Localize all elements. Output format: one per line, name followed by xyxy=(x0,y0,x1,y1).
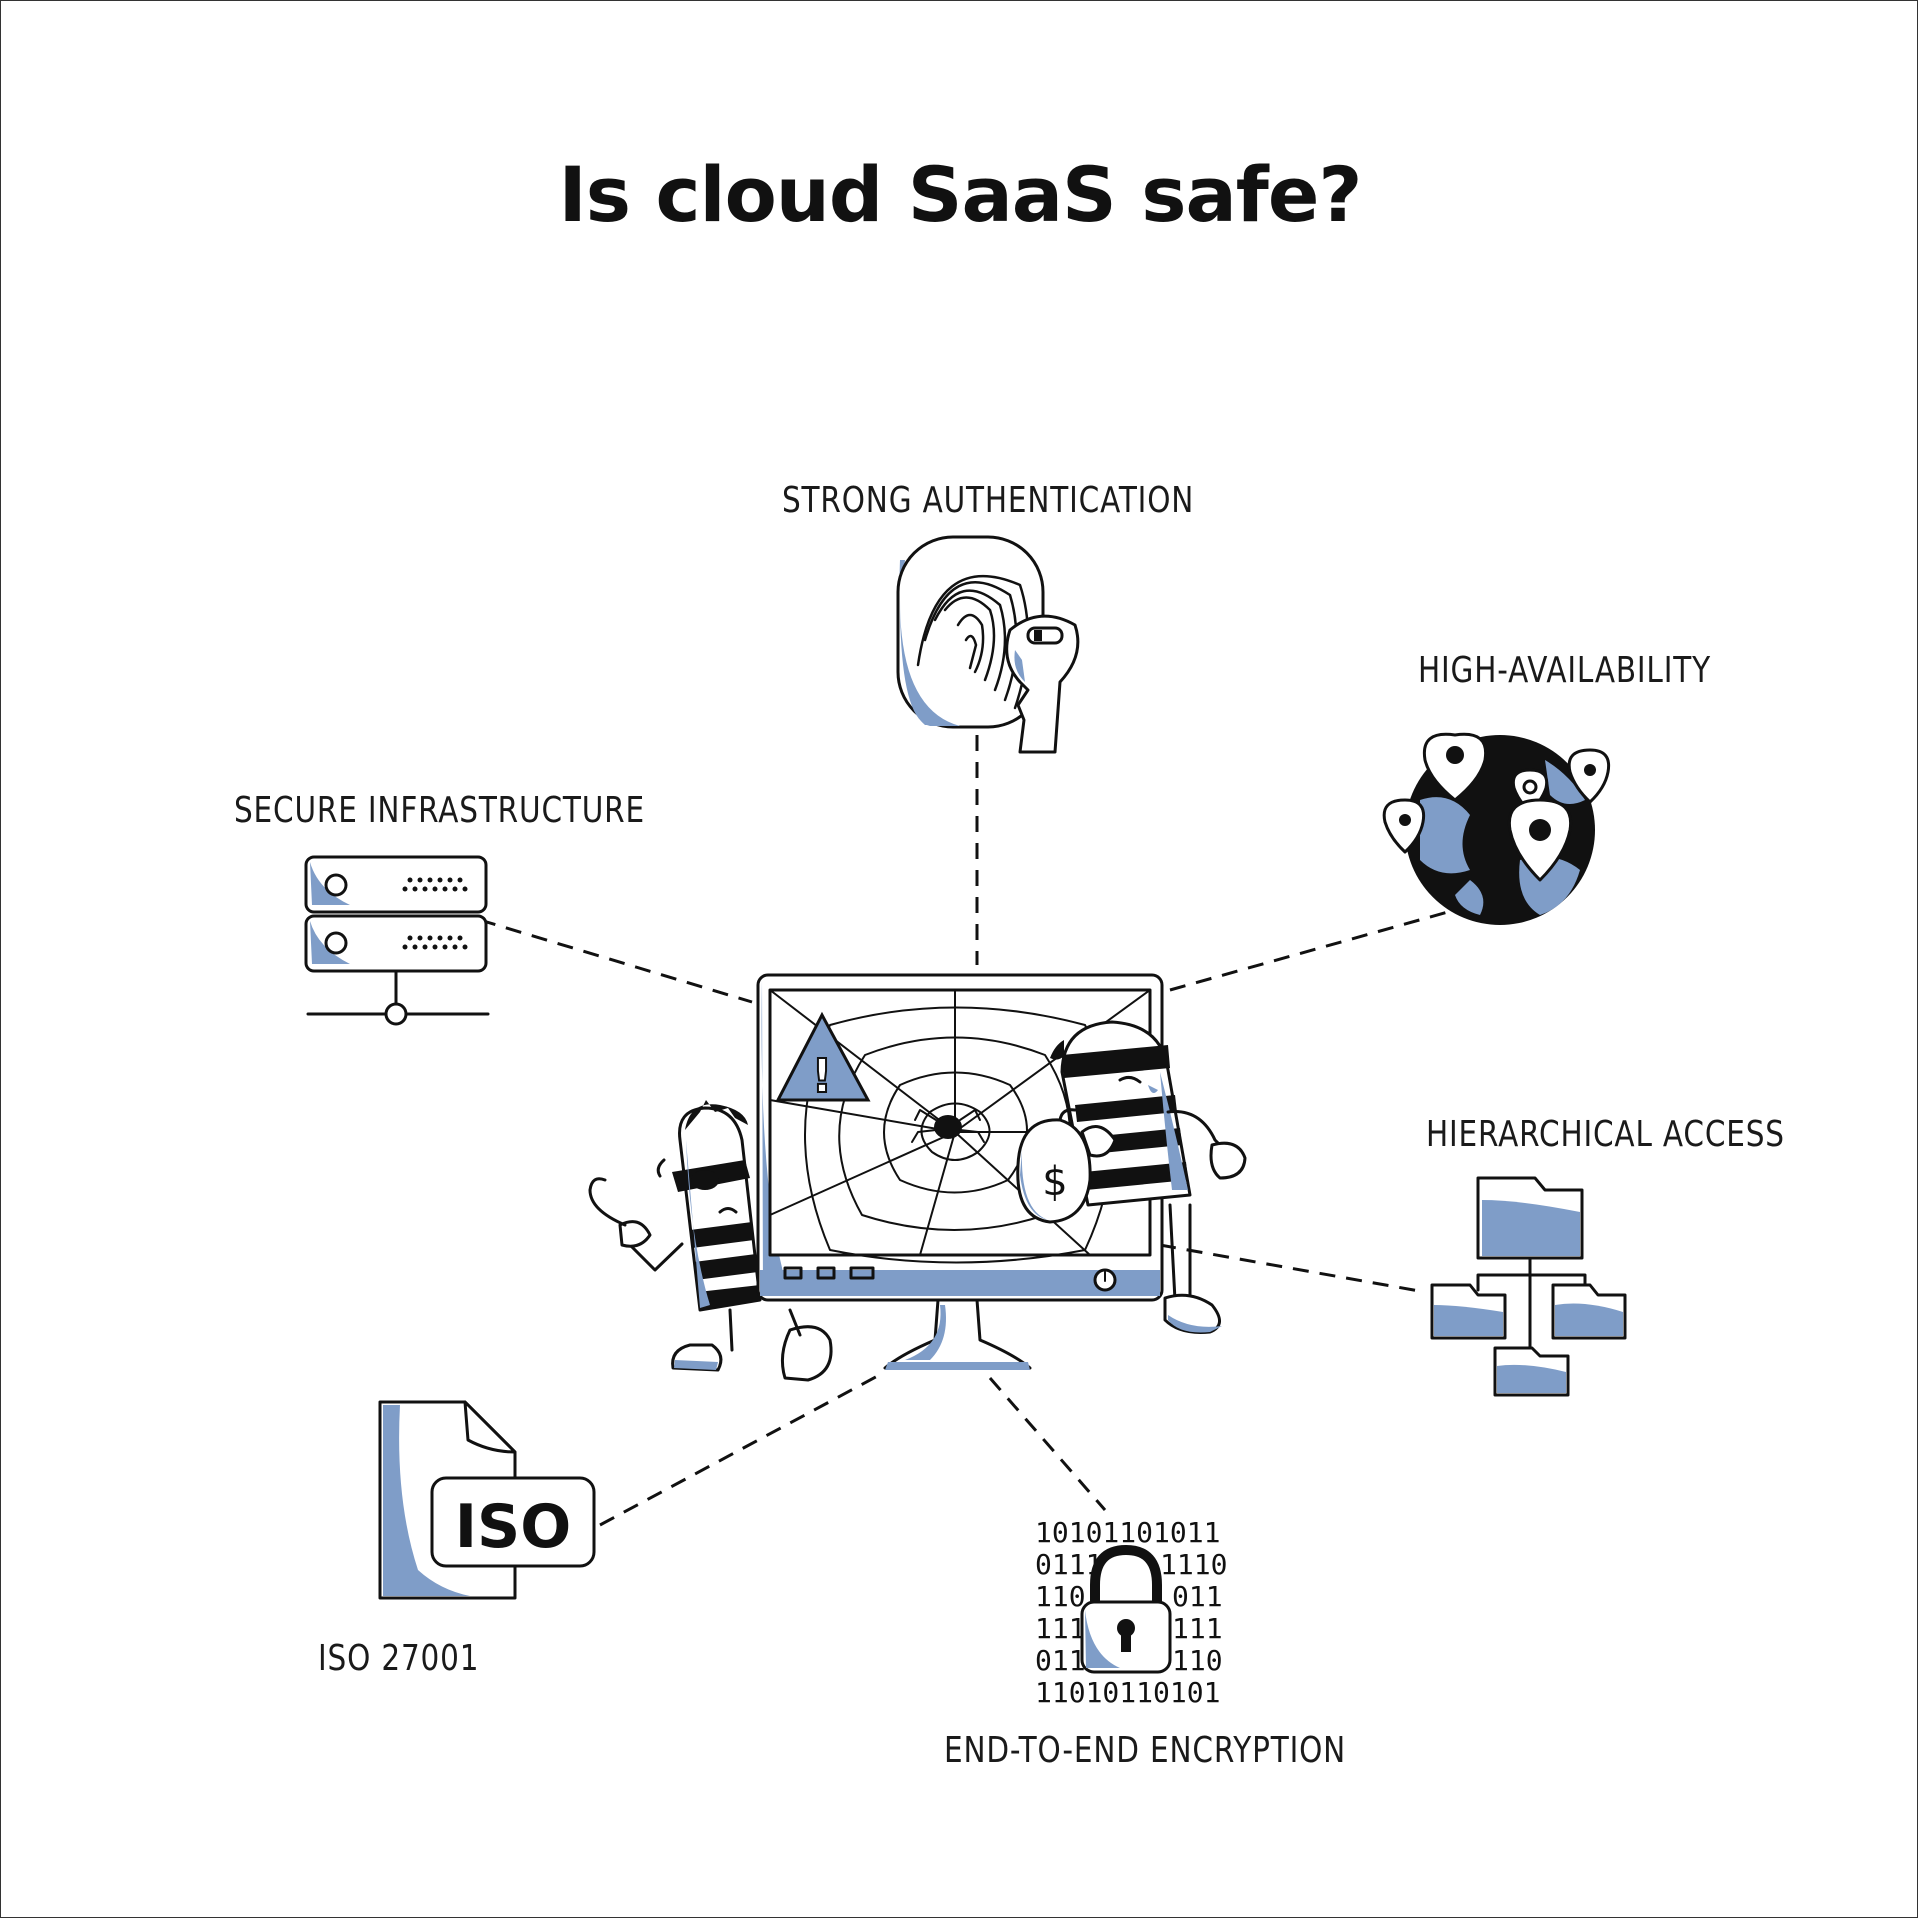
connectors xyxy=(479,735,1456,1527)
connector-infrastructure xyxy=(479,918,753,1004)
dollar-icon: $ xyxy=(1042,1159,1067,1205)
fingerprint-key-icon xyxy=(896,535,1080,754)
connector-encryption xyxy=(988,1377,1107,1511)
monitor-thieves-icon: ! $ xyxy=(588,973,1247,1382)
label-high-availability: HIGH-AVAILABILITY xyxy=(1418,650,1711,691)
label-encryption: END-TO-END ENCRYPTION xyxy=(944,1730,1347,1771)
iso-badge-text: ISO xyxy=(455,1492,572,1562)
label-strong-authentication: STRONG AUTHENTICATION xyxy=(782,480,1195,521)
connector-iso xyxy=(599,1370,886,1527)
padlock-binary-icon: 10101101011 0111 1110 110 011 111 111 01… xyxy=(1035,1516,1227,1709)
connector-availability xyxy=(1169,908,1456,992)
thief-left xyxy=(588,1100,833,1382)
label-secure-infrastructure: SECURE INFRASTRUCTURE xyxy=(234,790,645,831)
svg-text:111: 111 xyxy=(1035,1612,1086,1645)
svg-text:110: 110 xyxy=(1035,1580,1086,1613)
label-hierarchical-access: HIERARCHICAL ACCESS xyxy=(1426,1114,1785,1155)
svg-text:011: 011 xyxy=(1172,1580,1223,1613)
label-iso-27001: ISO 27001 xyxy=(318,1638,480,1679)
thief-right: $ xyxy=(1016,1020,1247,1334)
connector-hierarchy xyxy=(1159,1243,1426,1294)
folder-tree-icon xyxy=(1430,1176,1627,1397)
svg-text:1110: 1110 xyxy=(1160,1548,1227,1581)
svg-text:111: 111 xyxy=(1172,1612,1223,1645)
svg-text:110: 110 xyxy=(1172,1644,1223,1677)
globe-pins-icon xyxy=(1382,732,1611,925)
svg-text:11010110101: 11010110101 xyxy=(1035,1676,1220,1709)
warning-icon: ! xyxy=(812,1049,833,1103)
page-title: Is cloud SaaS safe? xyxy=(558,150,1363,239)
svg-text:10101101011: 10101101011 xyxy=(1035,1516,1220,1549)
svg-text:011: 011 xyxy=(1035,1644,1086,1677)
iso-document-icon: ISO xyxy=(378,1400,596,1600)
server-icon xyxy=(304,855,490,1026)
